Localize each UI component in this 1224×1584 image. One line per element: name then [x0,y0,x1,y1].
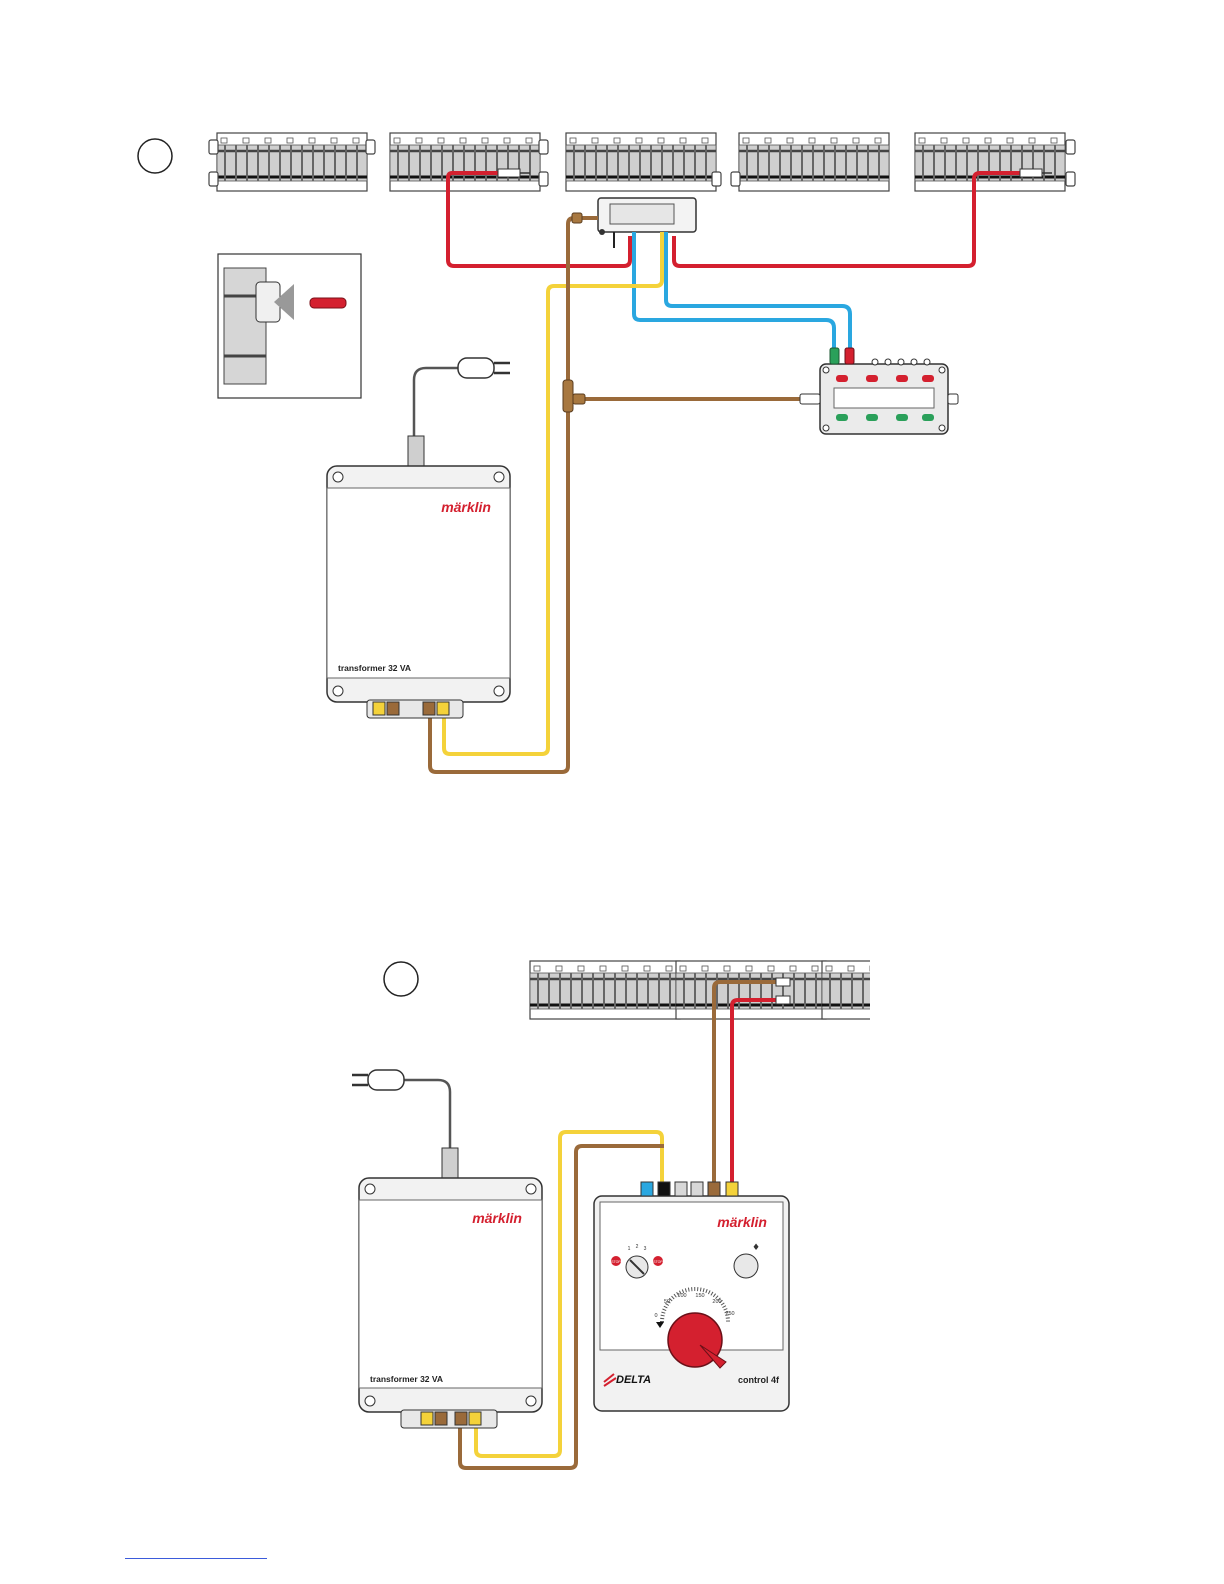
speed-0: 0 [654,1313,657,1319]
feeder-clip-icon [776,978,790,986]
inset-detail [218,254,361,398]
blue-wire-2 [666,232,850,350]
track-section-icon [676,961,826,1019]
function-mark-1: 1 [628,1246,631,1252]
stop-left-label: STOP [611,1260,621,1264]
transformer-b-model: transformer 32 VA [370,1374,443,1384]
figure-a: märklin transformer 32 VA [138,133,1075,772]
track-section-icon [217,133,367,191]
feeder-plug-icon [310,298,346,308]
transformer-a: märklin transformer 32 VA [327,466,510,718]
figure-a-marker [138,139,172,173]
track-section-icon [566,133,716,191]
track-section-icon [915,133,1065,191]
stop-right-label: STOP [653,1260,663,1264]
transformer-b-brand: märklin [472,1210,522,1226]
figure-b-marker [384,962,418,996]
track-section-icon [390,133,540,191]
t-connector-icon [563,380,585,412]
mains-cable-b [404,1080,450,1148]
delta-controller: märklin STOP STOP 1 2 3 ♦ 0 50 [594,1182,789,1411]
transformer-b: märklin transformer 32 VA [359,1178,542,1428]
track-section-icon [530,961,680,1019]
footer-rule [125,1558,267,1559]
track-section-icon [739,133,889,191]
controller-terminals [641,1182,738,1196]
controller-model: control 4f [738,1375,780,1385]
track-row-a [209,133,1075,191]
mains-plug-icon [352,1070,404,1090]
mains-cable-a [414,368,458,436]
figure-b: märklin transformer 32 VA märklin [352,955,980,1468]
feeder-clip-icon [776,996,790,1004]
bulb-icon: ♦ [752,1243,760,1253]
speed-100: 100 [677,1293,686,1299]
delta-logo: DELTA [616,1374,651,1386]
controller-brand: märklin [717,1214,767,1230]
speed-150: 150 [695,1293,704,1299]
switch-box-icon [598,198,696,248]
control-panel [800,348,958,434]
mains-plug-icon [458,358,510,378]
function-mark-3: 3 [644,1246,647,1252]
red-wire-track-b [732,1000,778,1184]
transformer-a-brand: märklin [441,499,491,515]
track-row-b [530,955,980,1027]
transformer-a-model: transformer 32 VA [338,663,411,673]
function-mark-2: 2 [636,1244,639,1250]
